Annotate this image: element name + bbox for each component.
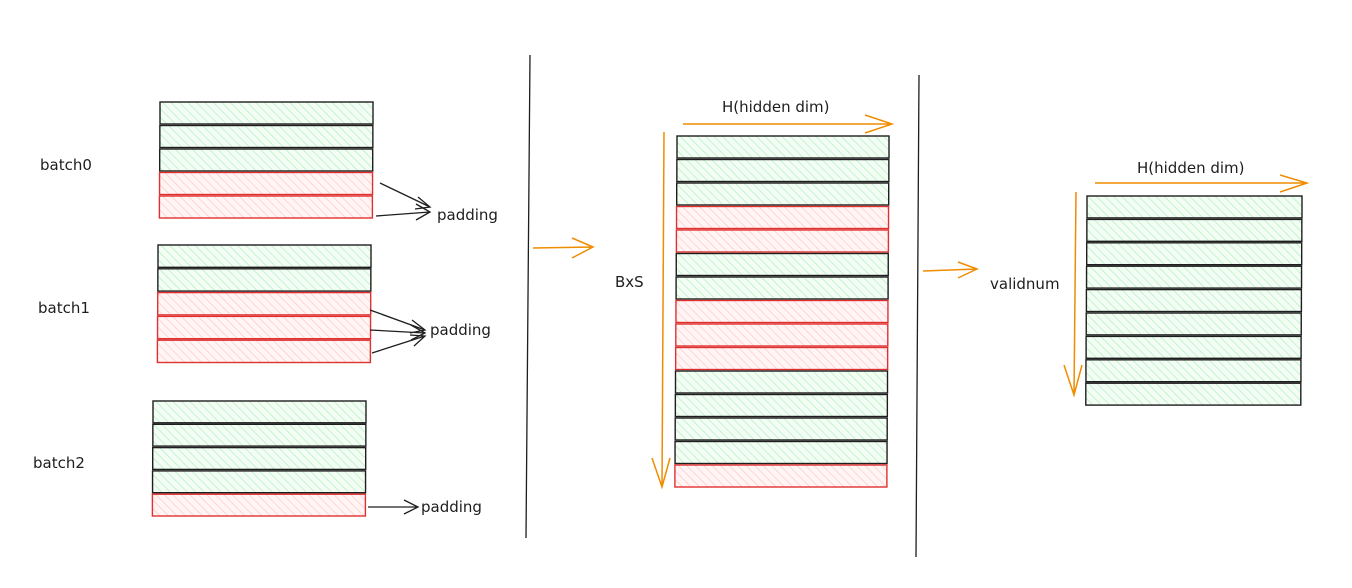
padded-valid-row [676,135,890,159]
padded-valid-row [676,182,890,206]
orange-arrows [532,114,1310,490]
packed-h-label: H(hidden dim) [1137,159,1245,177]
packed-valid-row [1085,359,1302,383]
padding-label-batch0: padding [437,206,498,224]
batch0-padding-row [158,195,374,219]
transform-arrow-icon [532,237,595,259]
batch1-valid-row [157,268,372,292]
h-axis-arrow-icon [1095,174,1310,193]
padded-valid-row [674,440,888,465]
batch1-padding-row [156,315,372,340]
arrow-icon [375,203,432,221]
transform-arrow-icon [922,261,979,279]
packed-valid-row [1085,312,1302,336]
batch0-valid-row [159,101,374,125]
divider-line [525,54,531,539]
batch0-valid-row [158,148,374,172]
divider-line [915,74,920,558]
padded-v-label: BxS [615,273,644,291]
batch2-valid-row [151,470,367,494]
padded-padding-row [675,229,890,253]
packed-valid-row [1085,288,1303,313]
batch0-label: batch0 [40,156,92,174]
packed-valid-row [1085,382,1302,406]
padded-padding-row [675,323,889,347]
padded-padding-row [675,299,889,324]
packed-v-label: validnum [990,275,1060,293]
row-blocks [151,101,1303,517]
batch2-label: batch2 [33,454,85,472]
v-axis-arrow-icon [651,131,671,490]
padded-padding-row [674,464,888,488]
v-axis-arrow-icon [1063,191,1083,398]
padded-padding-row [674,346,889,371]
padded-valid-row [675,276,889,300]
batch2-padding-row [151,493,367,517]
batch2-valid-row [151,446,367,471]
packed-valid-row [1085,335,1302,359]
padded-padding-row [675,205,890,230]
padded-valid-row [674,370,889,394]
batch1-label: batch1 [38,299,90,317]
arrow-icon [369,324,427,341]
batch0-valid-row [159,124,374,149]
padded-valid-row [674,393,889,418]
batch1-padding-row [156,291,372,316]
arrow-icon [379,182,432,210]
batch2-valid-row [152,400,367,424]
padded-valid-row [676,158,890,183]
packed-valid-row [1085,242,1303,266]
padding-label-batch2: padding [421,498,482,516]
packed-valid-row [1086,195,1303,219]
padding-label-batch1: padding [430,321,491,339]
batch2-valid-row [152,423,367,447]
batch1-padding-row [156,339,372,364]
padded-h-label: H(hidden dim) [722,98,830,116]
padded-valid-row [674,417,888,441]
packed-valid-row [1086,218,1303,242]
padded-valid-row [675,252,889,277]
h-axis-arrow-icon [683,114,895,134]
padding-arrows [368,182,432,515]
batch1-valid-row [157,244,372,268]
batch0-padding-row [158,171,374,196]
packed-valid-row [1085,265,1303,289]
arrow-icon [368,499,420,515]
arrow-icon [369,309,427,334]
arrow-icon [371,334,427,354]
